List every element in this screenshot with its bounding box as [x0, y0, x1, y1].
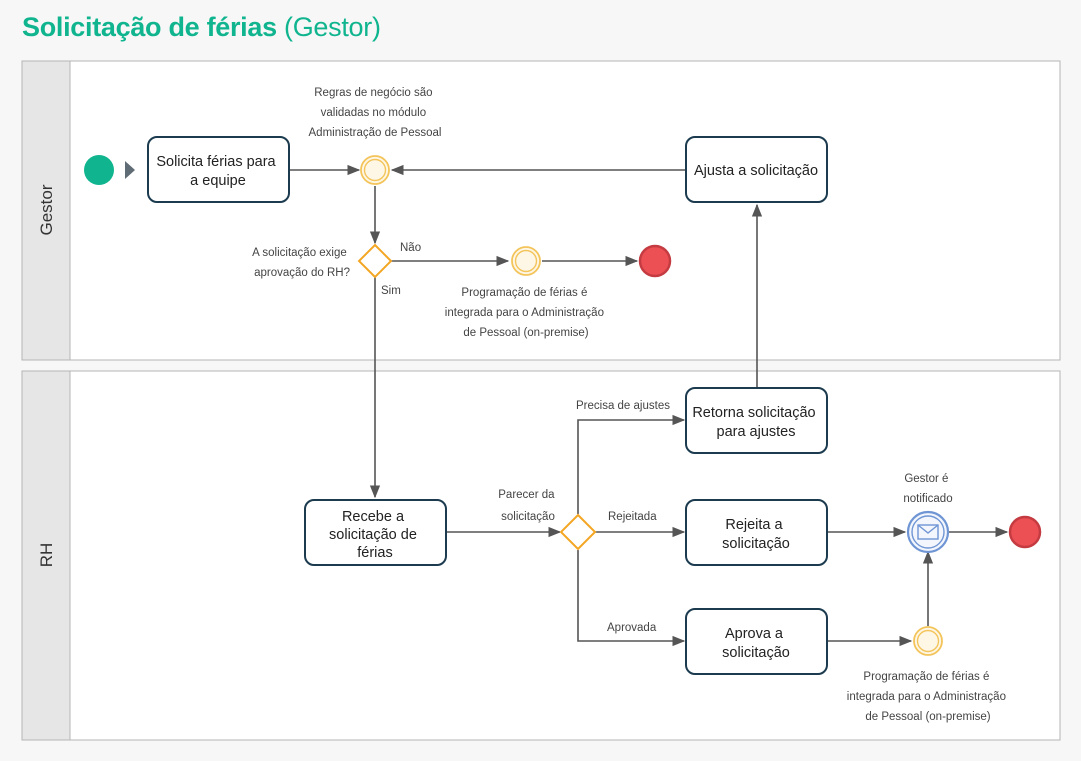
lane-rh-label: RH: [37, 543, 56, 568]
task-recebe-line-3: férias: [357, 545, 392, 561]
annotation-prog-gestor-line-3: de Pessoal (on-premise): [463, 327, 588, 339]
annotation-regras-line-3: Administração de Pessoal: [309, 127, 442, 139]
flow-label-precisa: Precisa de ajustes: [576, 400, 670, 412]
intermediate-event-icon[interactable]: [913, 626, 943, 656]
envelope-icon[interactable]: [906, 510, 950, 554]
svg-text:Aprova a solicitação: Aprova a solicitação: [722, 626, 790, 661]
annotation-prog-rh-line-2: integrada para o Administração: [847, 691, 1006, 703]
annotation-notificado-line-2: notificado: [903, 493, 952, 505]
page-title: Solicitação de férias (Gestor): [22, 12, 381, 43]
task-solicita-line-2: a equipe: [190, 173, 246, 189]
annotation-parecer: Parecer da solicitação: [498, 489, 557, 523]
task-solicita-line-1: Solicita férias para: [156, 154, 276, 170]
annotation-prog-gestor: Programação de férias é integrada para o…: [445, 287, 607, 339]
svg-text:Solicita férias para a e: Solicita férias para a equipe: [156, 154, 279, 189]
annotation-prog-gestor-line-2: integrada para o Administração: [445, 307, 604, 319]
lane-gestor-label: Gestor: [37, 184, 56, 235]
intermediate-event-icon[interactable]: [360, 155, 390, 185]
flow-label-nao: Não: [400, 242, 421, 254]
lane-rh: RH: [21, 370, 1061, 741]
task-recebe[interactable]: Recebe a solicitação de férias: [304, 499, 447, 566]
task-rejeita[interactable]: Rejeita a solicitação: [685, 499, 828, 566]
annotation-exige: A solicitação exige aprovação do RH?: [252, 247, 350, 279]
annotation-notificado: Gestor é notificado: [903, 473, 952, 505]
svg-text:Ajusta a solicitação: Ajusta a solicitação: [694, 163, 818, 179]
svg-text:Rejeita a solicitação: Rejeita a solicitação: [722, 517, 790, 552]
task-ajusta[interactable]: Ajusta a solicitação: [685, 136, 828, 203]
task-rejeita-line-2: solicitação: [722, 536, 790, 552]
svg-text:Recebe a solicitação de: Recebe a solicitação de férias: [329, 509, 421, 561]
exclusive-gateway-icon[interactable]: [357, 243, 393, 279]
task-solicita[interactable]: Solicita férias para a equipe: [147, 136, 290, 203]
annotation-parecer-line-1: Parecer da: [498, 489, 555, 501]
annotation-exige-line-1: A solicitação exige: [252, 247, 347, 259]
task-aprova[interactable]: Aprova a solicitação: [685, 608, 828, 675]
title-subtitle: (Gestor): [284, 12, 381, 42]
annotation-prog-rh-line-1: Programação de férias é: [863, 671, 989, 683]
end-event-icon[interactable]: [1008, 515, 1042, 549]
annotation-regras-line-1: Regras de negócio são: [314, 87, 432, 99]
start-arrow-icon: [125, 161, 135, 179]
annotation-prog-rh-line-3: de Pessoal (on-premise): [865, 711, 990, 723]
exclusive-gateway-icon[interactable]: [559, 513, 597, 551]
sequence-flows: [289, 164, 1009, 647]
flow-label-sim: Sim: [381, 285, 401, 297]
task-recebe-line-2: solicitação de: [329, 527, 417, 543]
end-event-icon[interactable]: [638, 244, 672, 278]
svg-text:Retorna solicitação para: Retorna solicitação para ajustes: [692, 405, 819, 440]
annotation-regras-line-2: validadas no módulo: [321, 107, 427, 119]
task-aprova-line-1: Aprova a: [725, 626, 784, 642]
annotation-prog-rh: Programação de férias é integrada para o…: [847, 671, 1009, 723]
flow-precisa-ajustes: [577, 414, 686, 514]
task-retorna-line-2: para ajustes: [717, 424, 796, 440]
annotation-parecer-line-2: solicitação: [501, 511, 555, 523]
task-rejeita-line-1: Rejeita a: [725, 517, 783, 533]
annotation-regras: Regras de negócio são validadas no módul…: [309, 87, 442, 139]
task-retorna-line-1: Retorna solicitação: [692, 405, 815, 421]
flow-label-aprovada: Aprovada: [607, 622, 657, 634]
task-ajusta-line-1: Ajusta a solicitação: [694, 163, 818, 179]
flow-aprovada: [577, 550, 686, 647]
title-main: Solicitação de férias: [22, 12, 277, 42]
intermediate-event-icon[interactable]: [511, 246, 541, 276]
annotation-exige-line-2: aprovação do RH?: [254, 267, 350, 279]
annotation-prog-gestor-line-1: Programação de férias é: [461, 287, 587, 299]
task-retorna[interactable]: Retorna solicitação para ajustes: [685, 387, 828, 454]
lane-gestor: Gestor: [21, 60, 1061, 361]
flow-label-rejeitada: Rejeitada: [608, 511, 657, 523]
start-event-icon[interactable]: [84, 155, 114, 185]
task-recebe-line-1: Recebe a: [342, 509, 405, 525]
task-aprova-line-2: solicitação: [722, 645, 790, 661]
annotation-notificado-line-1: Gestor é: [904, 473, 948, 485]
